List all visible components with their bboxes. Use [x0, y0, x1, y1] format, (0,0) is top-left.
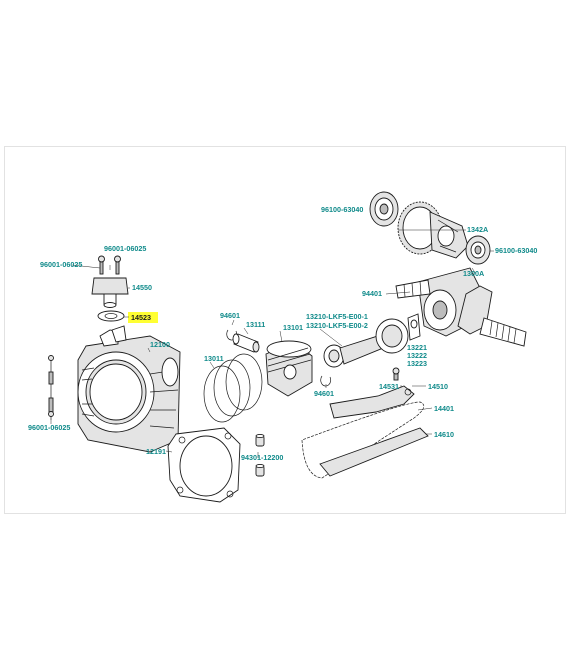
cylinder-drawing — [77, 325, 181, 453]
label-1342A: 1342A — [467, 225, 488, 234]
label-13222: 13222 — [407, 351, 427, 360]
label-14531: 14531 — [379, 382, 399, 391]
leader-lines — [50, 229, 494, 458]
dowel-pins-drawing — [255, 433, 265, 477]
label-13210-lkf5-e00-1: 13210-LKF5-E00-1 — [306, 312, 368, 321]
label-96100-63040-top: 96100-63040 — [321, 205, 363, 214]
label-14401: 14401 — [434, 404, 454, 413]
label-14523: 14523 — [131, 313, 151, 322]
crankshaft-drawing — [395, 267, 527, 347]
bearing-right-drawing — [465, 235, 491, 265]
label-96001-06025-top: 96001-06025 — [104, 244, 146, 253]
stud-bolts-drawing — [48, 355, 54, 420]
label-96100-63040-right: 96100-63040 — [495, 246, 537, 255]
label-12191: 12191 — [146, 447, 166, 456]
label-14610: 14610 — [434, 430, 454, 439]
label-13101: 13101 — [283, 323, 303, 332]
piston-rings-drawing — [203, 353, 263, 423]
label-94301-12200: 94301-12200 — [241, 453, 283, 462]
label-1300A: 1300A — [463, 269, 484, 278]
guide-14531-drawing — [392, 367, 400, 381]
label-12100: 12100 — [150, 340, 170, 349]
label-13210-lkf5-e00-2: 13210-LKF5-E00-2 — [306, 321, 368, 330]
label-13111: 13111 — [246, 320, 265, 329]
tensioner-drawing — [91, 255, 129, 308]
label-13223: 13223 — [407, 359, 427, 368]
bearing-top-drawing — [369, 191, 399, 227]
cam-chain-drawing — [301, 401, 425, 479]
label-13221: 13221 — [407, 343, 427, 352]
label-94601-top: 94601 — [220, 311, 240, 320]
piston-pin-drawing — [232, 333, 260, 353]
label-14510: 14510 — [428, 382, 448, 391]
tensioner-arm-drawing — [329, 385, 415, 419]
cylinder-gasket-drawing — [167, 427, 241, 503]
gasket-14523-drawing — [97, 310, 125, 322]
highlight-box-14523 — [128, 312, 158, 323]
label-94401: 94401 — [362, 289, 382, 298]
connecting-rod-drawing — [323, 318, 409, 368]
label-13011: 13011 — [204, 354, 224, 363]
chain-guide-drawing — [319, 427, 429, 477]
label-96001-06025-bottom: 96001-06025 — [28, 423, 70, 432]
diagram-frame — [4, 146, 566, 514]
label-96001-06025-left: 96001-06025 — [40, 260, 82, 269]
label-94601-bottom: 94601 — [314, 389, 334, 398]
circlip-b-drawing — [320, 375, 331, 387]
label-14550: 14550 — [132, 283, 152, 292]
piston-drawing — [265, 340, 313, 397]
balancer-gear-drawing — [397, 201, 469, 259]
conrod-bearing-drawing — [407, 313, 421, 341]
